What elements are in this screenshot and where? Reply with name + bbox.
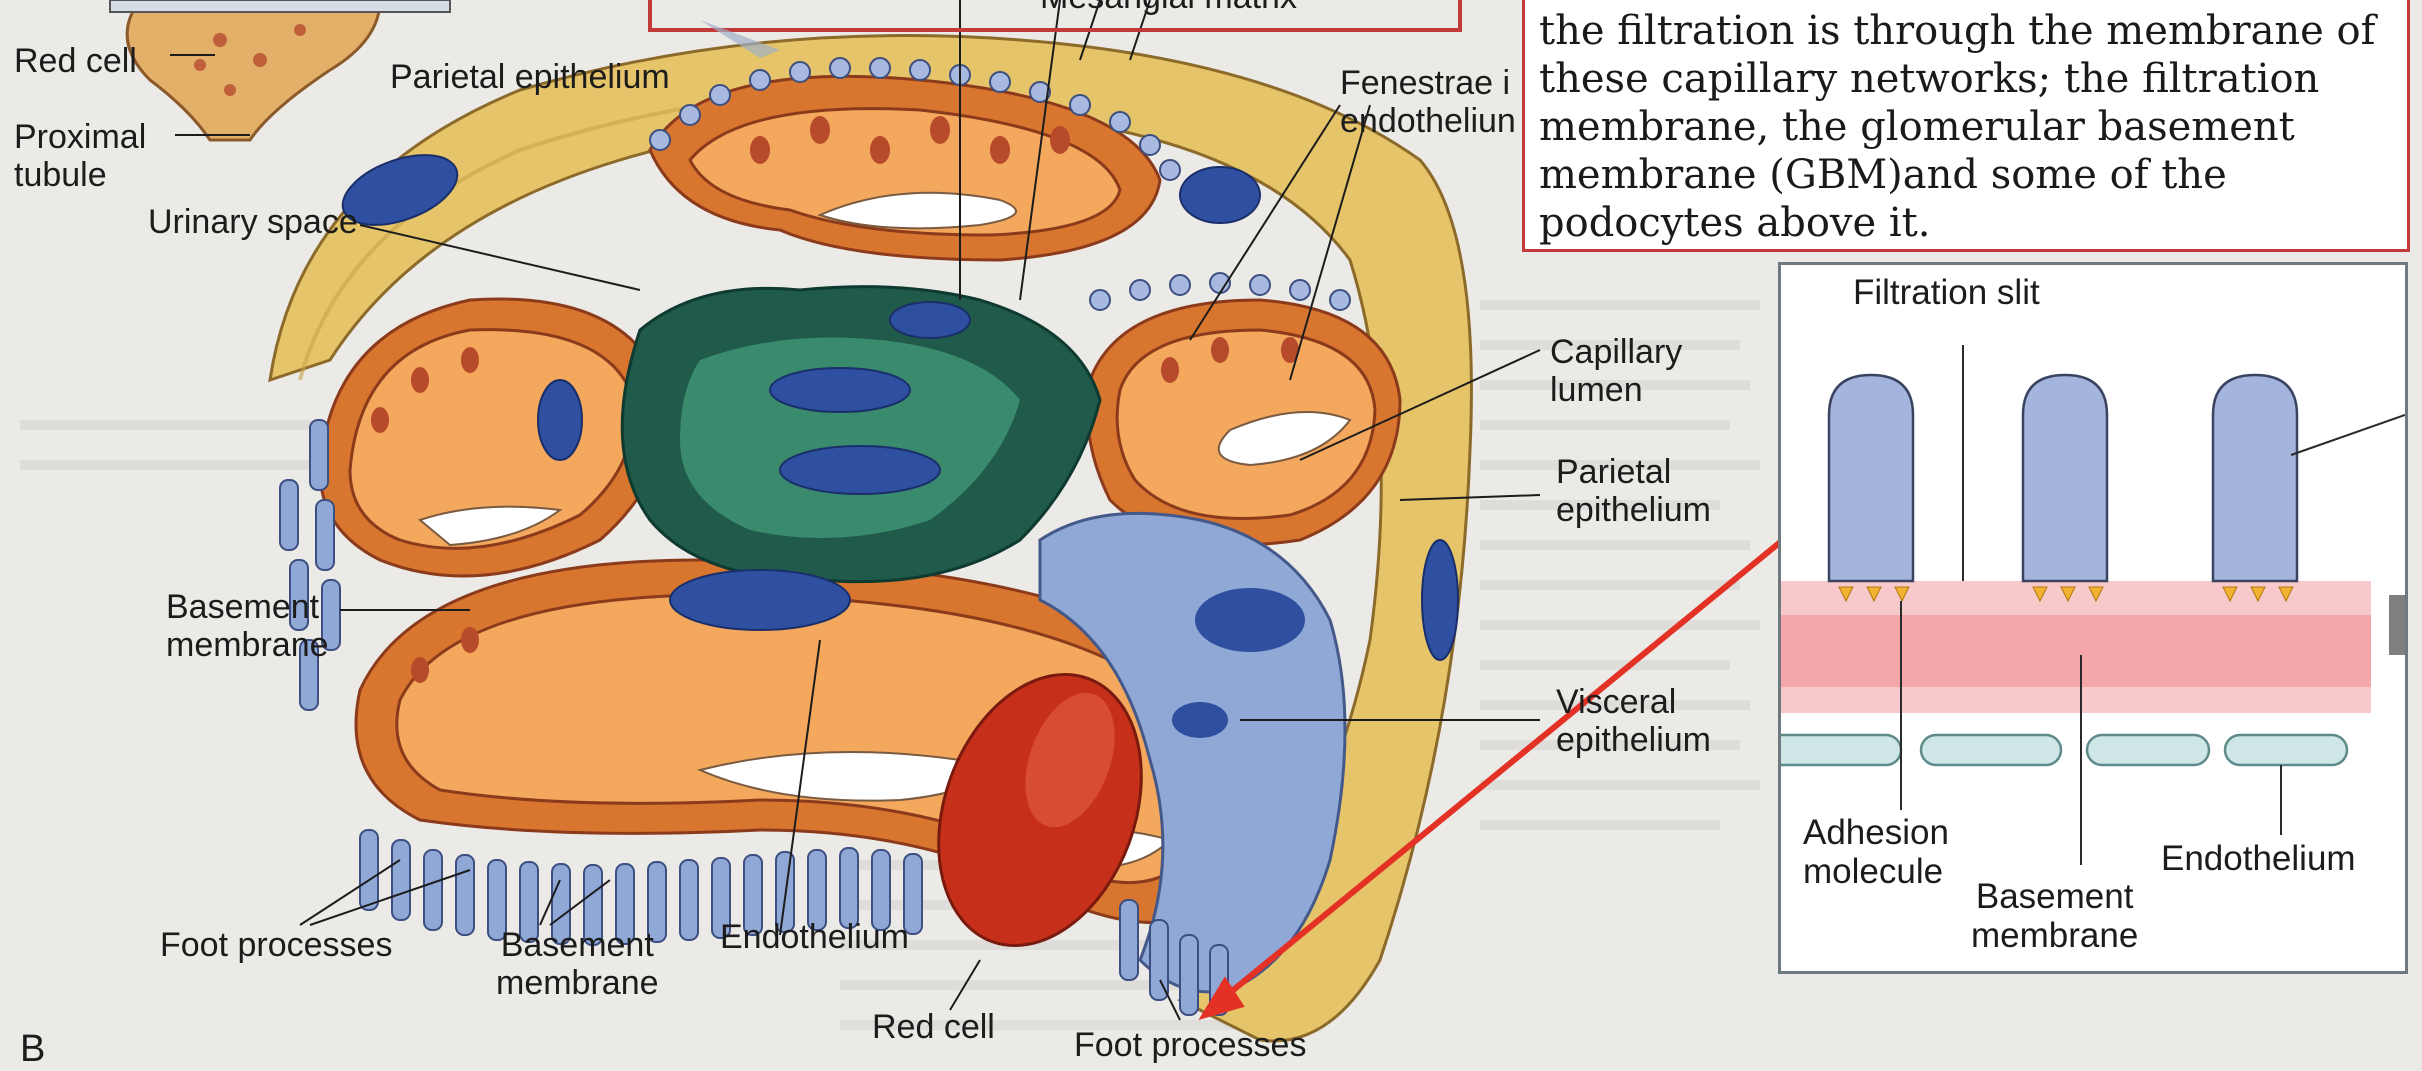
- label-endothelium-bottom: Endothelium: [720, 918, 909, 956]
- inset-label-basement-membrane: Basement membrane: [1971, 877, 2138, 955]
- caption-box: the filtration is through the membrane o…: [1522, 0, 2410, 252]
- inset-label-endothelium: Endothelium: [2161, 839, 2356, 878]
- endothelial-cell: [1781, 735, 1901, 765]
- podocyte-process: [2023, 375, 2107, 581]
- label-red-cell-bottom: Red cell: [872, 1008, 995, 1046]
- label-mesangial-matrix: Mesangial matrix: [1040, 0, 1297, 16]
- label-basement-membrane-bottom: Basement membrane: [496, 926, 659, 1002]
- endothelial-cell: [2225, 735, 2347, 765]
- inset-label-adhesion-molecule: Adhesion molecule: [1803, 813, 1949, 891]
- label-parietal-epithelium-right: Parietal epithelium: [1556, 453, 1711, 529]
- label-foot-processes-left: Foot processes: [160, 926, 392, 964]
- panel-letter: B: [20, 1028, 45, 1071]
- label-fenestrae: Fenestrae i endotheliun: [1340, 64, 1516, 140]
- label-proximal-tubule: Proximal tubule: [14, 118, 146, 194]
- label-foot-processes-bottom: Foot processes: [1074, 1026, 1306, 1064]
- label-parietal-epithelium-top: Parietal epithelium: [390, 58, 670, 96]
- label-urinary-space: Urinary space: [148, 203, 358, 241]
- label-visceral-epithelium: Visceral epithelium: [1556, 683, 1711, 759]
- endothelial-cell: [1921, 735, 2061, 765]
- podocyte-process: [2213, 375, 2297, 581]
- proximal-tubule-shape: [127, 0, 380, 140]
- caption-text: the filtration is through the membrane o…: [1539, 7, 2393, 247]
- label-red-cell-top: Red cell: [14, 42, 137, 80]
- label-capillary-lumen: Capillary lumen: [1550, 333, 1682, 409]
- filtration-inset: Filtration slit Adhesion molecule Endoth…: [1778, 262, 2408, 974]
- endothelial-cell: [2087, 735, 2209, 765]
- label-basement-membrane-left: Basement membrane: [166, 588, 329, 664]
- inset-label-filtration-slit: Filtration slit: [1853, 273, 2040, 312]
- podocyte-process: [1829, 375, 1913, 581]
